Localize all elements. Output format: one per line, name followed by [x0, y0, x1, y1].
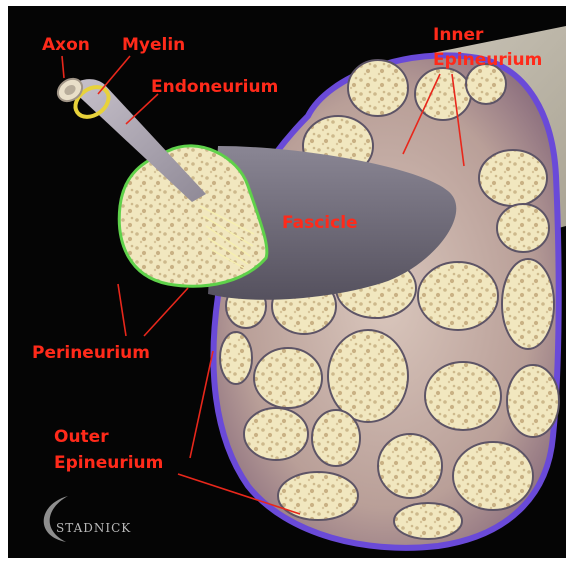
fascicle-cross-section	[220, 332, 252, 384]
fascicle-cross-section	[348, 60, 408, 116]
fascicle-cross-section	[254, 348, 322, 408]
fascicle-label: Fascicle	[282, 213, 358, 233]
fascicle-cross-section	[244, 408, 308, 460]
outer-epineurium-label-line1: Outer	[54, 427, 109, 447]
fascicle-cross-section	[378, 434, 442, 498]
fascicle-cross-section	[278, 472, 358, 520]
myelin-label: Myelin	[122, 35, 185, 55]
fascicle-cross-section	[453, 442, 533, 510]
outer-epineurium-leader-1	[190, 351, 213, 458]
fascicle-cross-section	[418, 262, 498, 330]
fascicle-cross-section	[425, 362, 501, 430]
nerve-cross-section-diagram: Axon Myelin Endoneurium Inner Epineurium…	[8, 6, 566, 558]
inner-epineurium-label-line2: Epineurium	[433, 50, 542, 70]
fascicle-cross-section	[312, 410, 360, 466]
fascicle-cross-section	[507, 365, 559, 437]
perineurium-label: Perineurium	[32, 343, 150, 363]
perineurium-leader-1	[118, 284, 126, 336]
axon-leader	[62, 56, 64, 78]
fascicle-cross-section	[415, 68, 471, 120]
inner-epineurium-label-line1: Inner	[433, 25, 484, 45]
fascicle-cross-section	[502, 259, 554, 349]
axon-label: Axon	[42, 35, 90, 55]
myelin-leader	[98, 56, 130, 94]
fascicle-cross-section	[466, 64, 506, 104]
fascicle-cross-section	[328, 330, 408, 422]
logo-text: STADNICK	[56, 521, 131, 535]
perineurium-leader-2	[144, 288, 188, 336]
fascicle-cross-section	[497, 204, 549, 252]
stadnick-logo: STADNICK	[44, 496, 132, 542]
diagram-canvas: Axon Myelin Endoneurium Inner Epineurium…	[8, 6, 566, 558]
outer-epineurium-label-line2: Epineurium	[54, 453, 163, 473]
endoneurium-leader	[126, 94, 158, 124]
fascicle-cross-section	[394, 503, 462, 539]
fascicle-cross-section	[479, 150, 547, 206]
logo-swoosh	[44, 496, 68, 542]
endoneurium-label: Endoneurium	[151, 77, 278, 97]
